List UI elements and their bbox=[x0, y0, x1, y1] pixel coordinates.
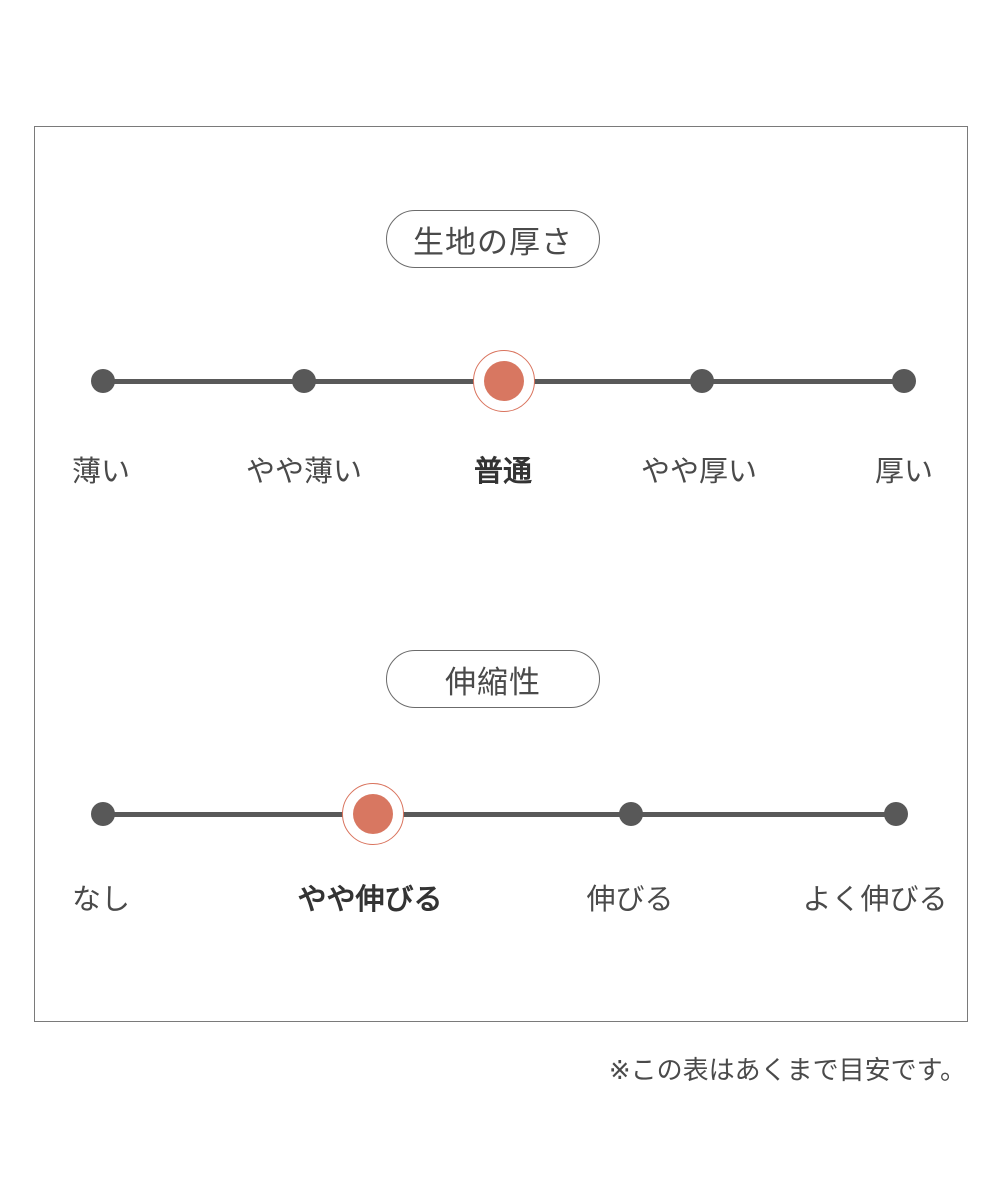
stretch-label-none: なし bbox=[71, 882, 131, 916]
stretch-label-stretchy: 伸びる bbox=[586, 882, 674, 916]
stretch-selected-marker bbox=[342, 783, 404, 845]
spec-panel bbox=[34, 126, 968, 1022]
stretch-scale-dot bbox=[91, 802, 115, 826]
disclaimer-note: ※この表はあくまで目安です。 bbox=[608, 1056, 966, 1086]
thickness-title: 生地の厚さ bbox=[386, 210, 600, 268]
thickness-label-thin: 薄い bbox=[71, 454, 131, 488]
thickness-scale-dot bbox=[292, 369, 316, 393]
thickness-scale-dot bbox=[91, 369, 115, 393]
thickness-selected-marker bbox=[473, 350, 535, 412]
thickness-scale-dot bbox=[892, 369, 916, 393]
thickness-label-thick: 厚い bbox=[874, 454, 934, 488]
stretch-scale-dot bbox=[619, 802, 643, 826]
thickness-label-slightly-thick: やや厚い bbox=[640, 454, 758, 488]
stretch-scale-track bbox=[103, 812, 896, 817]
stretch-title: 伸縮性 bbox=[386, 650, 600, 708]
thickness-scale-dot bbox=[690, 369, 714, 393]
stretch-label-slightly-stretchy: やや伸びる bbox=[297, 882, 443, 916]
thickness-label-slightly-thin: やや薄い bbox=[245, 454, 363, 488]
thickness-label-normal: 普通 bbox=[473, 454, 533, 488]
stretch-label-very-stretchy: よく伸びる bbox=[802, 882, 948, 916]
stretch-scale-dot bbox=[884, 802, 908, 826]
